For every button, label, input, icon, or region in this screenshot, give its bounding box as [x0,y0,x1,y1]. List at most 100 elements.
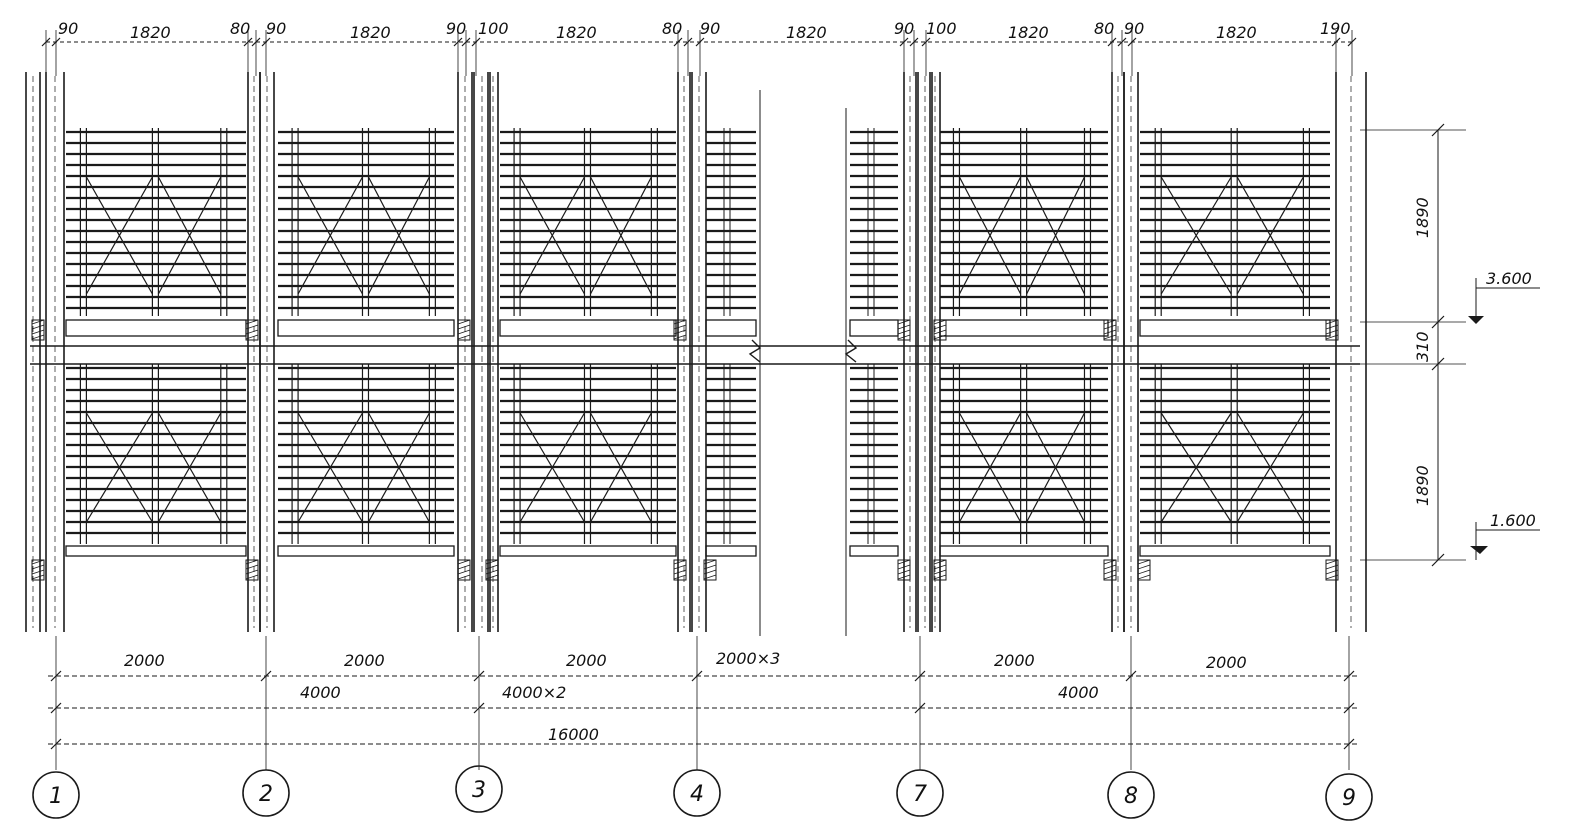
dimension-tick [473,702,485,714]
cross-brace [367,412,430,523]
dimension-tick [1431,315,1445,329]
hatch-line [1325,564,1339,570]
hatch-line [485,564,499,570]
hatch-line [457,564,471,570]
dimension-tick [921,37,931,47]
column [1123,72,1139,632]
hatch-line [31,329,45,335]
side-dim-label: 1890 [1413,465,1432,506]
hatched-block [933,319,947,341]
hatch-line [673,329,687,335]
hatch-line [673,319,687,325]
hatch-line [485,574,499,580]
hatch-line [1103,559,1117,565]
axis-label: 1 [49,784,63,809]
hatch-line [1103,329,1117,335]
panel-sill [277,319,455,337]
hatch-line [673,574,687,580]
column [473,72,491,632]
cross-brace [297,412,363,523]
hatch-line [1103,334,1117,340]
bottom-dim-label: 4000×2 [502,683,566,702]
column [457,72,473,632]
axis-label: 7 [913,782,927,807]
cross-brace [589,412,652,523]
hatch-line [933,569,947,575]
panel-sill [1139,545,1331,557]
top-dim-label: 1820 [1216,23,1257,42]
lattice-panel [705,128,757,337]
hatch-line [1325,324,1339,330]
hatch-line [457,334,471,340]
dimension-tick [50,670,62,682]
column [1335,72,1367,632]
hatch-line [1325,319,1339,325]
axis-bubble: 8 [1107,771,1155,819]
hatch-line [1325,334,1339,340]
axis-label: 4 [690,782,704,807]
hatch-line [897,564,911,570]
panel-sill [849,545,899,557]
panel-sill [277,545,455,557]
dimension-tick [260,670,272,682]
lattice-panel [705,364,757,557]
cross-brace [1026,176,1086,295]
hatch-line [703,569,717,575]
hatch-line [457,324,471,330]
bottom-dim-label: 2000 [124,651,165,670]
lattice-panel [499,128,677,337]
bottom-dim-label: 16000 [548,725,599,744]
column [903,72,917,632]
lattice-panel [939,128,1109,337]
axis-label: 2 [259,782,273,807]
dimension-tick [1125,670,1137,682]
hatch-line [897,574,911,580]
panel-sill [65,319,247,337]
side-dim-label: 310 [1413,331,1432,362]
hatched-block [703,559,717,581]
column [45,72,65,632]
cross-brace [297,176,364,295]
side-dim-label: 1890 [1413,197,1432,238]
top-dim-label: 1820 [1008,23,1049,42]
dimension-tick [691,670,703,682]
lattice-panel [939,364,1109,557]
panel-sill [705,319,757,337]
panel-sill [939,545,1109,557]
axis-bubble: 9 [1325,773,1373,821]
break-line [748,339,762,363]
hatch-line [933,559,947,565]
panel-sill [939,319,1109,337]
dimension-tick [914,702,926,714]
cross-brace [519,176,586,295]
hatch-line [1325,329,1339,335]
panel-sill [1139,319,1331,337]
panel-sill [705,545,757,557]
hatched-block [673,319,687,341]
lattice-panel [277,364,455,557]
lattice-panel [1139,128,1331,337]
hatched-block [485,559,499,581]
bottom-dim-label: 2000 [1206,653,1247,672]
dimension-tick [1117,37,1127,47]
dimension-tick [251,37,261,47]
hatch-line [1137,569,1151,575]
cross-brace [589,176,652,295]
hatch-line [245,319,259,325]
hatch-line [457,319,471,325]
frame-structure [25,72,1367,636]
hatched-block [1103,319,1117,341]
hatch-line [897,324,911,330]
dimension-tick [50,702,62,714]
dimension-tick [473,670,485,682]
axis-bubble: 1 [32,771,80,819]
hatch-line [245,569,259,575]
bottom-dim-label: 2000 [994,651,1035,670]
hatch-line [457,559,471,565]
hatch-line [485,559,499,565]
hatch-line [457,574,471,580]
hatch-line [31,574,45,580]
column [25,72,41,632]
lattice-panel [849,128,899,337]
hatch-line [933,329,947,335]
